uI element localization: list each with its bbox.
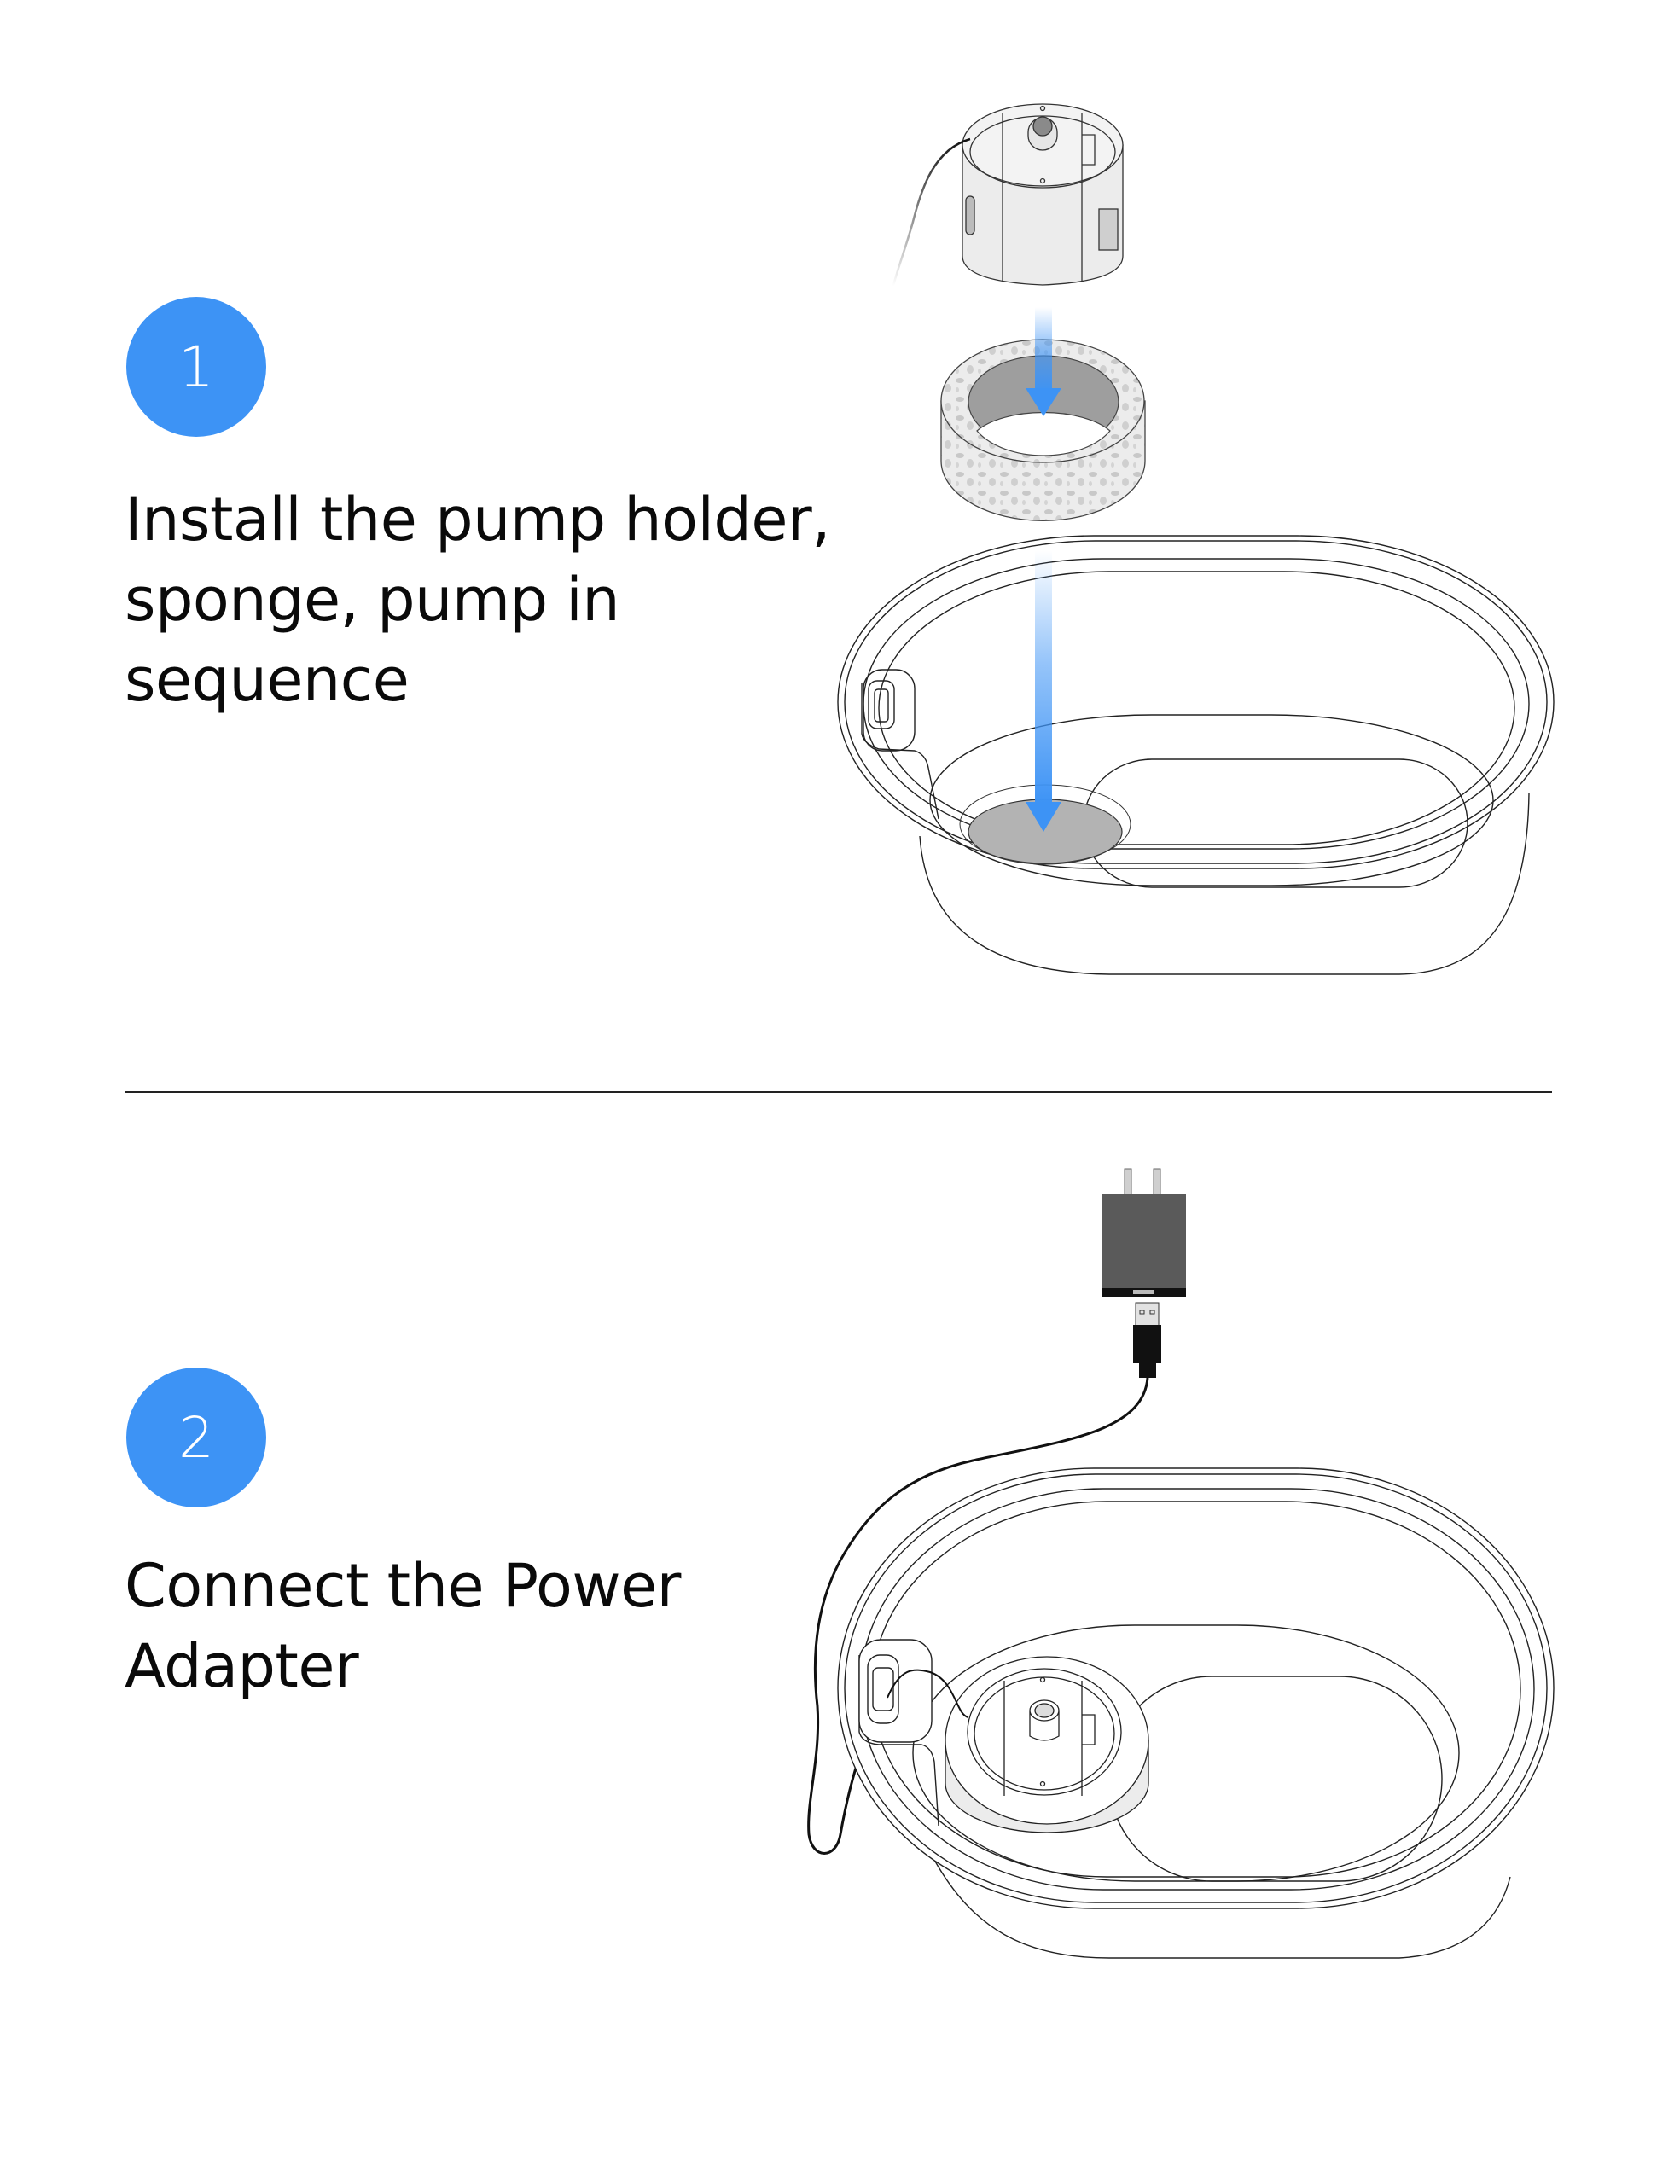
power-adapter-icon [1102, 1168, 1186, 1297]
instruction-line: Adapter [125, 1631, 359, 1701]
usb-plug-icon [1133, 1302, 1161, 1378]
step-number-badge: 2 [126, 1368, 266, 1507]
section-divider [125, 1091, 1552, 1093]
step-number-badge: 1 [126, 297, 266, 437]
installed-pump-icon [945, 1656, 1149, 1833]
step-instruction: Install the pump holder, sponge, pump in… [125, 479, 830, 720]
cable-icon [807, 1377, 1149, 1855]
instruction-line: Install the pump holder, [125, 485, 830, 555]
pump-cable-icon [892, 137, 971, 287]
instruction-line: sequence [125, 645, 410, 715]
instruction-line: sponge, pump in [125, 565, 620, 635]
step-1-illustration [837, 103, 1555, 975]
step-number: 1 [178, 334, 214, 400]
pump-icon [962, 103, 1124, 286]
internal-cable-icon [887, 1669, 969, 1718]
instruction-line: Connect the Power [125, 1551, 681, 1621]
bowl-with-pump-icon [837, 1467, 1555, 1959]
step-number: 2 [178, 1404, 214, 1471]
down-arrow-icon [1026, 307, 1061, 832]
step-instruction: Connect the Power Adapter [125, 1546, 790, 1706]
